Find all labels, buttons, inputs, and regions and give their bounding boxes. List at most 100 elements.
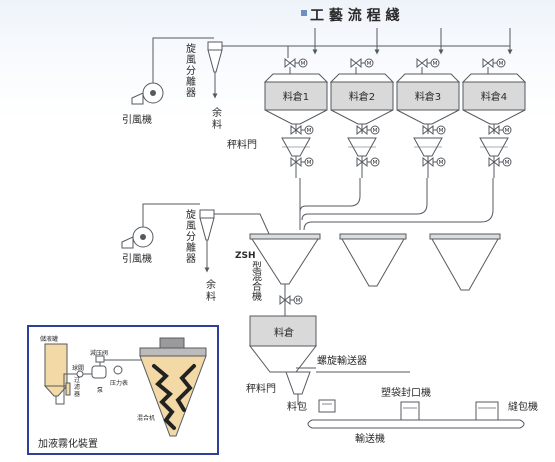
- bin-feed-inlets: [312, 28, 513, 55]
- collect-line-4: [303, 178, 494, 231]
- lower-weigh-label: 秤料門: [246, 382, 276, 395]
- motor-icon: [502, 125, 512, 135]
- bin-label: 料倉4: [481, 90, 507, 103]
- bin-cone: [396, 109, 460, 125]
- bin-outlet-valve: M: [422, 124, 446, 136]
- valve-icon: [482, 57, 494, 69]
- valve-icon: [290, 124, 302, 136]
- inset-title: 加液霧化裝置: [38, 437, 98, 450]
- inset-pump-label: 泵: [97, 387, 103, 394]
- bin-body: [462, 81, 526, 111]
- inset-atomizer: 儲液罐 球閥 过滤器 泵 減压阀 压力表 混合机 加液霧化裝置: [27, 325, 219, 455]
- motor-icon: [502, 157, 512, 167]
- motor-icon: [304, 157, 314, 167]
- bin-label: 料倉2: [349, 90, 375, 103]
- valve-icon: [356, 156, 368, 168]
- valve-icon: [284, 57, 296, 69]
- inset-gauge-label: 压力表: [110, 379, 128, 387]
- top-fan: 引風機: [122, 82, 164, 126]
- motor-icon: [304, 125, 314, 135]
- mixer-main: ZSH: [235, 233, 321, 285]
- weigh-hopper: [285, 371, 311, 395]
- motor-mark: M: [296, 298, 301, 304]
- mixer-2: [339, 233, 407, 287]
- motor-icon: [436, 125, 446, 135]
- sewer-box: [475, 401, 499, 421]
- motor-icon: [496, 58, 506, 68]
- collect-line-2: [299, 178, 361, 213]
- middle-fan-label: 引風機: [122, 252, 152, 265]
- mixer-top-flange: [249, 233, 321, 240]
- top-cyclone-label: 旋風分離器: [186, 42, 196, 99]
- relief-valve-icon: [95, 355, 105, 363]
- motor-mark: M: [505, 128, 510, 134]
- bin-label: 料倉1: [283, 90, 309, 103]
- mixer-name: 型混合機: [252, 260, 262, 303]
- motor-mark: M: [301, 61, 306, 67]
- top-cyclone: [207, 41, 223, 99]
- inset-mixer-label: 混合机: [137, 414, 155, 422]
- mixer-top-flange: [429, 233, 501, 240]
- middle-cyclone: [199, 209, 215, 273]
- sealer-label: 塑袋封口機: [381, 386, 431, 399]
- middle-fan: 引風機: [121, 226, 154, 265]
- motor-icon: [370, 125, 380, 135]
- mixer-model: ZSH: [235, 251, 256, 261]
- bin-roof: [461, 73, 527, 83]
- mixer-cone: [251, 238, 319, 285]
- motor-mark: M: [307, 128, 312, 134]
- cyclone-body: [199, 209, 215, 219]
- motor-mark: M: [439, 128, 444, 134]
- bin-roof: [263, 73, 329, 83]
- middle-cyclone-outlet-duct: [214, 213, 271, 237]
- bin-body: [396, 81, 460, 111]
- conveyor-label: 輸送機: [355, 432, 385, 445]
- inset-filter-label: 过滤器: [74, 376, 80, 398]
- bin-roof: [329, 73, 395, 83]
- weigh-gate-label: 秤料門: [227, 138, 257, 151]
- fan-outlet: [121, 236, 134, 249]
- valve-icon: [290, 156, 302, 168]
- lower-bin: 料倉: [248, 315, 318, 373]
- valve-icon: [422, 124, 434, 136]
- motor-mark: M: [439, 160, 444, 166]
- bin-cone: [462, 109, 526, 125]
- valve-icon: [356, 124, 368, 136]
- bin-cone: [330, 109, 394, 125]
- motor-mark: M: [433, 61, 438, 67]
- bin-label: 料倉3: [415, 90, 441, 103]
- fan-hub: [140, 234, 146, 240]
- motor-mark: M: [307, 160, 312, 166]
- tank-cone: [43, 385, 69, 397]
- valve-icon: [416, 57, 428, 69]
- cyclone-cone: [199, 217, 215, 241]
- valve-icon: [488, 156, 500, 168]
- valve-icon: [279, 294, 291, 306]
- weigh-outlet-valve: M: [356, 156, 380, 168]
- bin-inlet-valve: M: [350, 57, 374, 69]
- mixer-outlet-valve-shape: M: [279, 294, 303, 306]
- sealer-box: [400, 401, 420, 421]
- inset-relief-valve-label: 減压阀: [90, 349, 108, 357]
- material-bag: 料包: [287, 399, 336, 413]
- screw-conveyor-label: 螺旋輸送器: [317, 354, 367, 367]
- bin-outlet-valve: M: [290, 124, 314, 136]
- inset-mixer-top: [139, 347, 207, 357]
- motor-icon: [364, 58, 374, 68]
- filter-icon: [65, 382, 71, 396]
- motor-icon: [298, 58, 308, 68]
- belt-shape: [307, 419, 525, 429]
- sewer-label: 縫包機: [508, 400, 538, 413]
- motor-icon: [370, 157, 380, 167]
- middle-cyclone-surplus: 余料: [206, 278, 216, 303]
- pump-icon: [91, 365, 107, 379]
- motor-icon: [430, 58, 440, 68]
- mixer-outlet-valve: M: [279, 294, 303, 306]
- top-cyclone-outlet-duct: [222, 45, 289, 58]
- bin-outlet-valve: M: [356, 124, 380, 136]
- motor-mark: M: [505, 160, 510, 166]
